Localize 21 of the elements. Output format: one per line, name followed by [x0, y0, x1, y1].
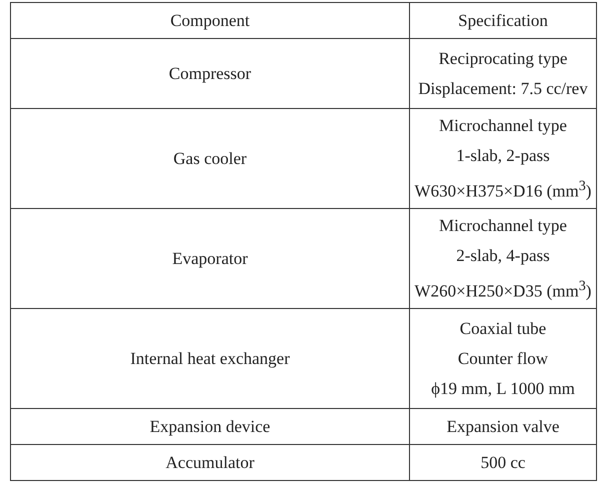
table-cell: Gas cooler — [10, 108, 410, 208]
spec-line: Reciprocating type — [438, 48, 568, 70]
header-cell: Component — [10, 2, 410, 38]
spec-line: W630×H375×D16 (mm$^{3}$) — [414, 176, 592, 202]
spec-line: 2-slab, 4-pass — [455, 244, 551, 267]
spec-line: Coaxial tube — [458, 318, 548, 340]
table-cell: Expansion device — [10, 408, 410, 444]
spec-line: Microchannel type — [438, 114, 568, 137]
header-cell: Specification — [410, 2, 596, 38]
table-cell: Evaporator — [10, 208, 410, 308]
spec-line: Displacement: 7.5 cc/rev — [417, 78, 589, 100]
spec-line: W260×H250×D35 (mm$^{3}$) — [414, 276, 592, 302]
table-cell: Accumulator — [10, 444, 410, 480]
spec-line: Counter flow — [456, 348, 550, 370]
table-cell: Compressor — [10, 38, 410, 108]
table-cell: Expansion valve — [410, 408, 596, 444]
table-cell: 500 cc — [410, 444, 596, 480]
spec-line: Microchannel type — [438, 214, 568, 237]
table-cell: Internal heat exchanger — [10, 308, 410, 408]
spec-line: 1-slab, 2-pass — [455, 144, 551, 167]
spec-line: ϕ19 mm, L 1000 mm — [430, 378, 576, 400]
